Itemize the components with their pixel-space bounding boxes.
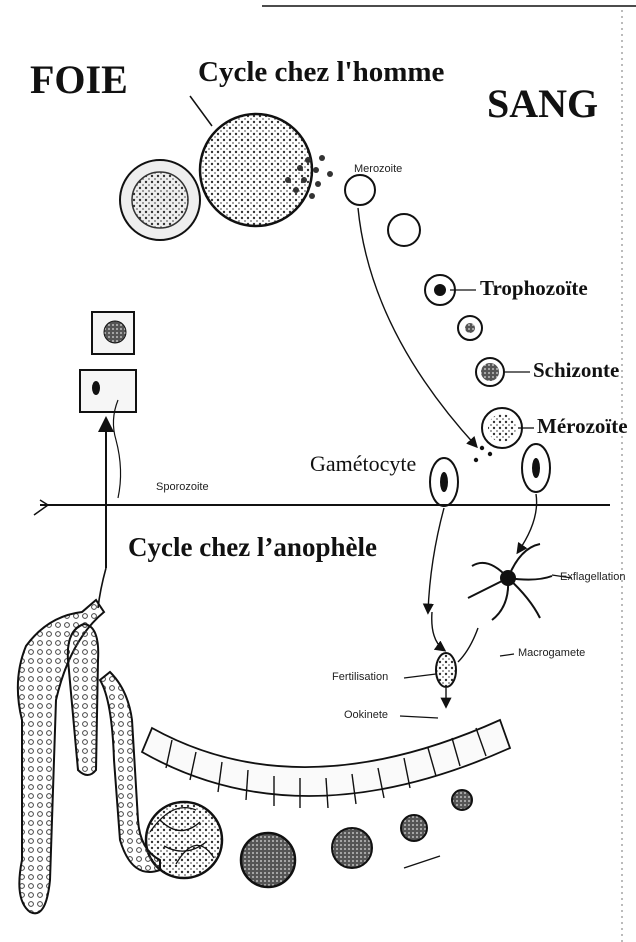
fertilisation-pointer [404, 674, 436, 678]
oocysts [146, 790, 472, 887]
cycle-anophele-heading: Cycle chez l’anophèle [128, 534, 377, 561]
ookinete-label: Ookinete [344, 710, 388, 721]
liver-schizont-medium [120, 160, 200, 240]
schizont-pointer [190, 96, 212, 126]
fertilisation-arrow [432, 612, 444, 650]
hepatocyte-infected-2 [80, 370, 136, 412]
exflagellation-cell [468, 544, 552, 620]
merozoite-release-cell [488, 414, 516, 442]
trophozoite-label: Trophozoïte [480, 278, 588, 299]
sporozoite-label: Sporozoite [156, 482, 209, 493]
red-blood-cells [345, 175, 522, 448]
merozoite-small-label: Merozoite [354, 164, 402, 175]
macrogamete-label: Macrogamete [518, 648, 585, 659]
sang-heading: SANG [487, 84, 598, 124]
salivary-gland [18, 600, 160, 913]
exflagellation-label: Exflagellation [560, 572, 625, 583]
ookinete-pointer [400, 716, 438, 718]
liver-schizont-large [200, 114, 312, 226]
sporozoite-path [113, 400, 120, 498]
gametocyte-arrow-left [428, 508, 444, 612]
trophozoite-cell [434, 284, 446, 296]
gametocyte-arrow-right [518, 494, 537, 552]
foie-heading: FOIE [30, 60, 128, 100]
fertilisation-label: Fertilisation [332, 672, 388, 683]
hepatocyte-infected-1 [92, 312, 134, 354]
merozoite-label: Mérozoïte [537, 416, 628, 437]
mosquito-proboscis-icon [34, 500, 48, 515]
macrogamete-pointer [500, 654, 514, 656]
small-merozoites [474, 446, 492, 462]
immature-schizont [465, 323, 475, 333]
cycle-homme-heading: Cycle chez l'homme [198, 58, 444, 87]
macrogamete-path [458, 628, 478, 662]
salivary-duct [98, 568, 106, 608]
zygote [436, 653, 456, 687]
gametocyte-label: Gamétocyte [310, 453, 416, 475]
schizont-cell [481, 363, 499, 381]
schizonte-label: Schizonte [533, 360, 619, 381]
oocyst-pointer [404, 856, 440, 868]
